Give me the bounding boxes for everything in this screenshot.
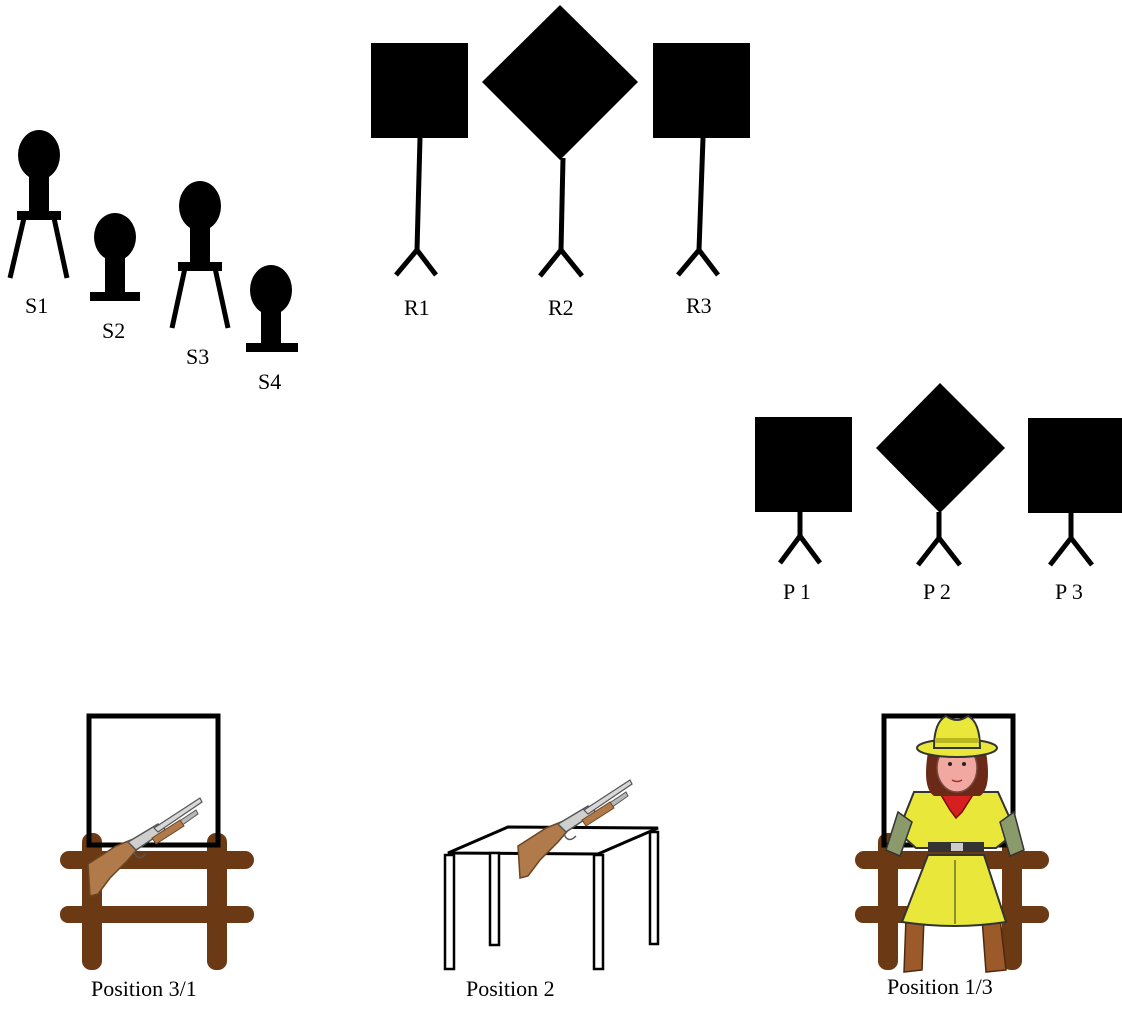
label-p1: P 1 [783,579,811,604]
label-r3: R3 [686,293,712,318]
steel-target-s3 [169,181,231,329]
rifle-target-r3 [653,43,750,277]
steel-target-s2 [90,213,140,301]
rifle-target-r2 [482,5,638,278]
window-frame-3-1 [86,713,221,848]
fence-3-1 [60,833,254,970]
label-p2: P 2 [923,579,951,604]
label-r1: R1 [404,295,430,320]
label-p3: P 3 [1055,579,1083,604]
pistol-target-p1 [755,417,852,565]
rifle-target-r1 [371,43,468,277]
cowgirl-figure [885,714,1025,973]
steel-target-s4 [246,265,298,352]
label-position-2: Position 2 [466,976,555,1001]
position-2-station [443,779,660,971]
label-r2: R2 [548,295,574,320]
position-3-1-station [60,713,254,970]
label-s2: S2 [102,318,126,343]
label-s4: S4 [258,369,282,394]
pistol-target-p2 [876,383,1005,567]
steel-target-s1 [7,130,70,279]
pistol-target-p3 [1028,418,1122,567]
label-s3: S3 [186,344,210,369]
label-s1: S1 [25,293,49,318]
label-position-1-3: Position 1/3 [887,974,993,999]
label-position-3-1: Position 3/1 [91,976,197,1001]
position-1-3-station [855,713,1049,973]
